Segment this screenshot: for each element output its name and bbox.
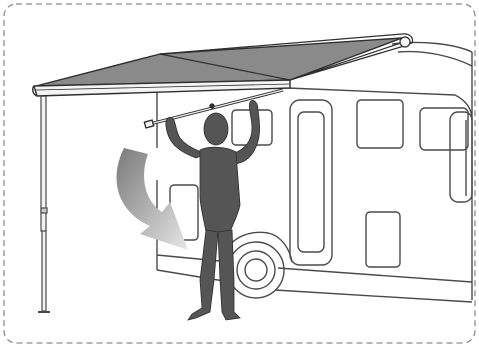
awning bbox=[32, 33, 414, 97]
awning-pole bbox=[38, 95, 50, 313]
awning-front-rail bbox=[33, 79, 291, 97]
dashed-frame bbox=[3, 3, 476, 344]
direction-arrow bbox=[116, 148, 188, 250]
awning-fabric bbox=[35, 37, 403, 87]
person-silhouette bbox=[165, 100, 261, 321]
